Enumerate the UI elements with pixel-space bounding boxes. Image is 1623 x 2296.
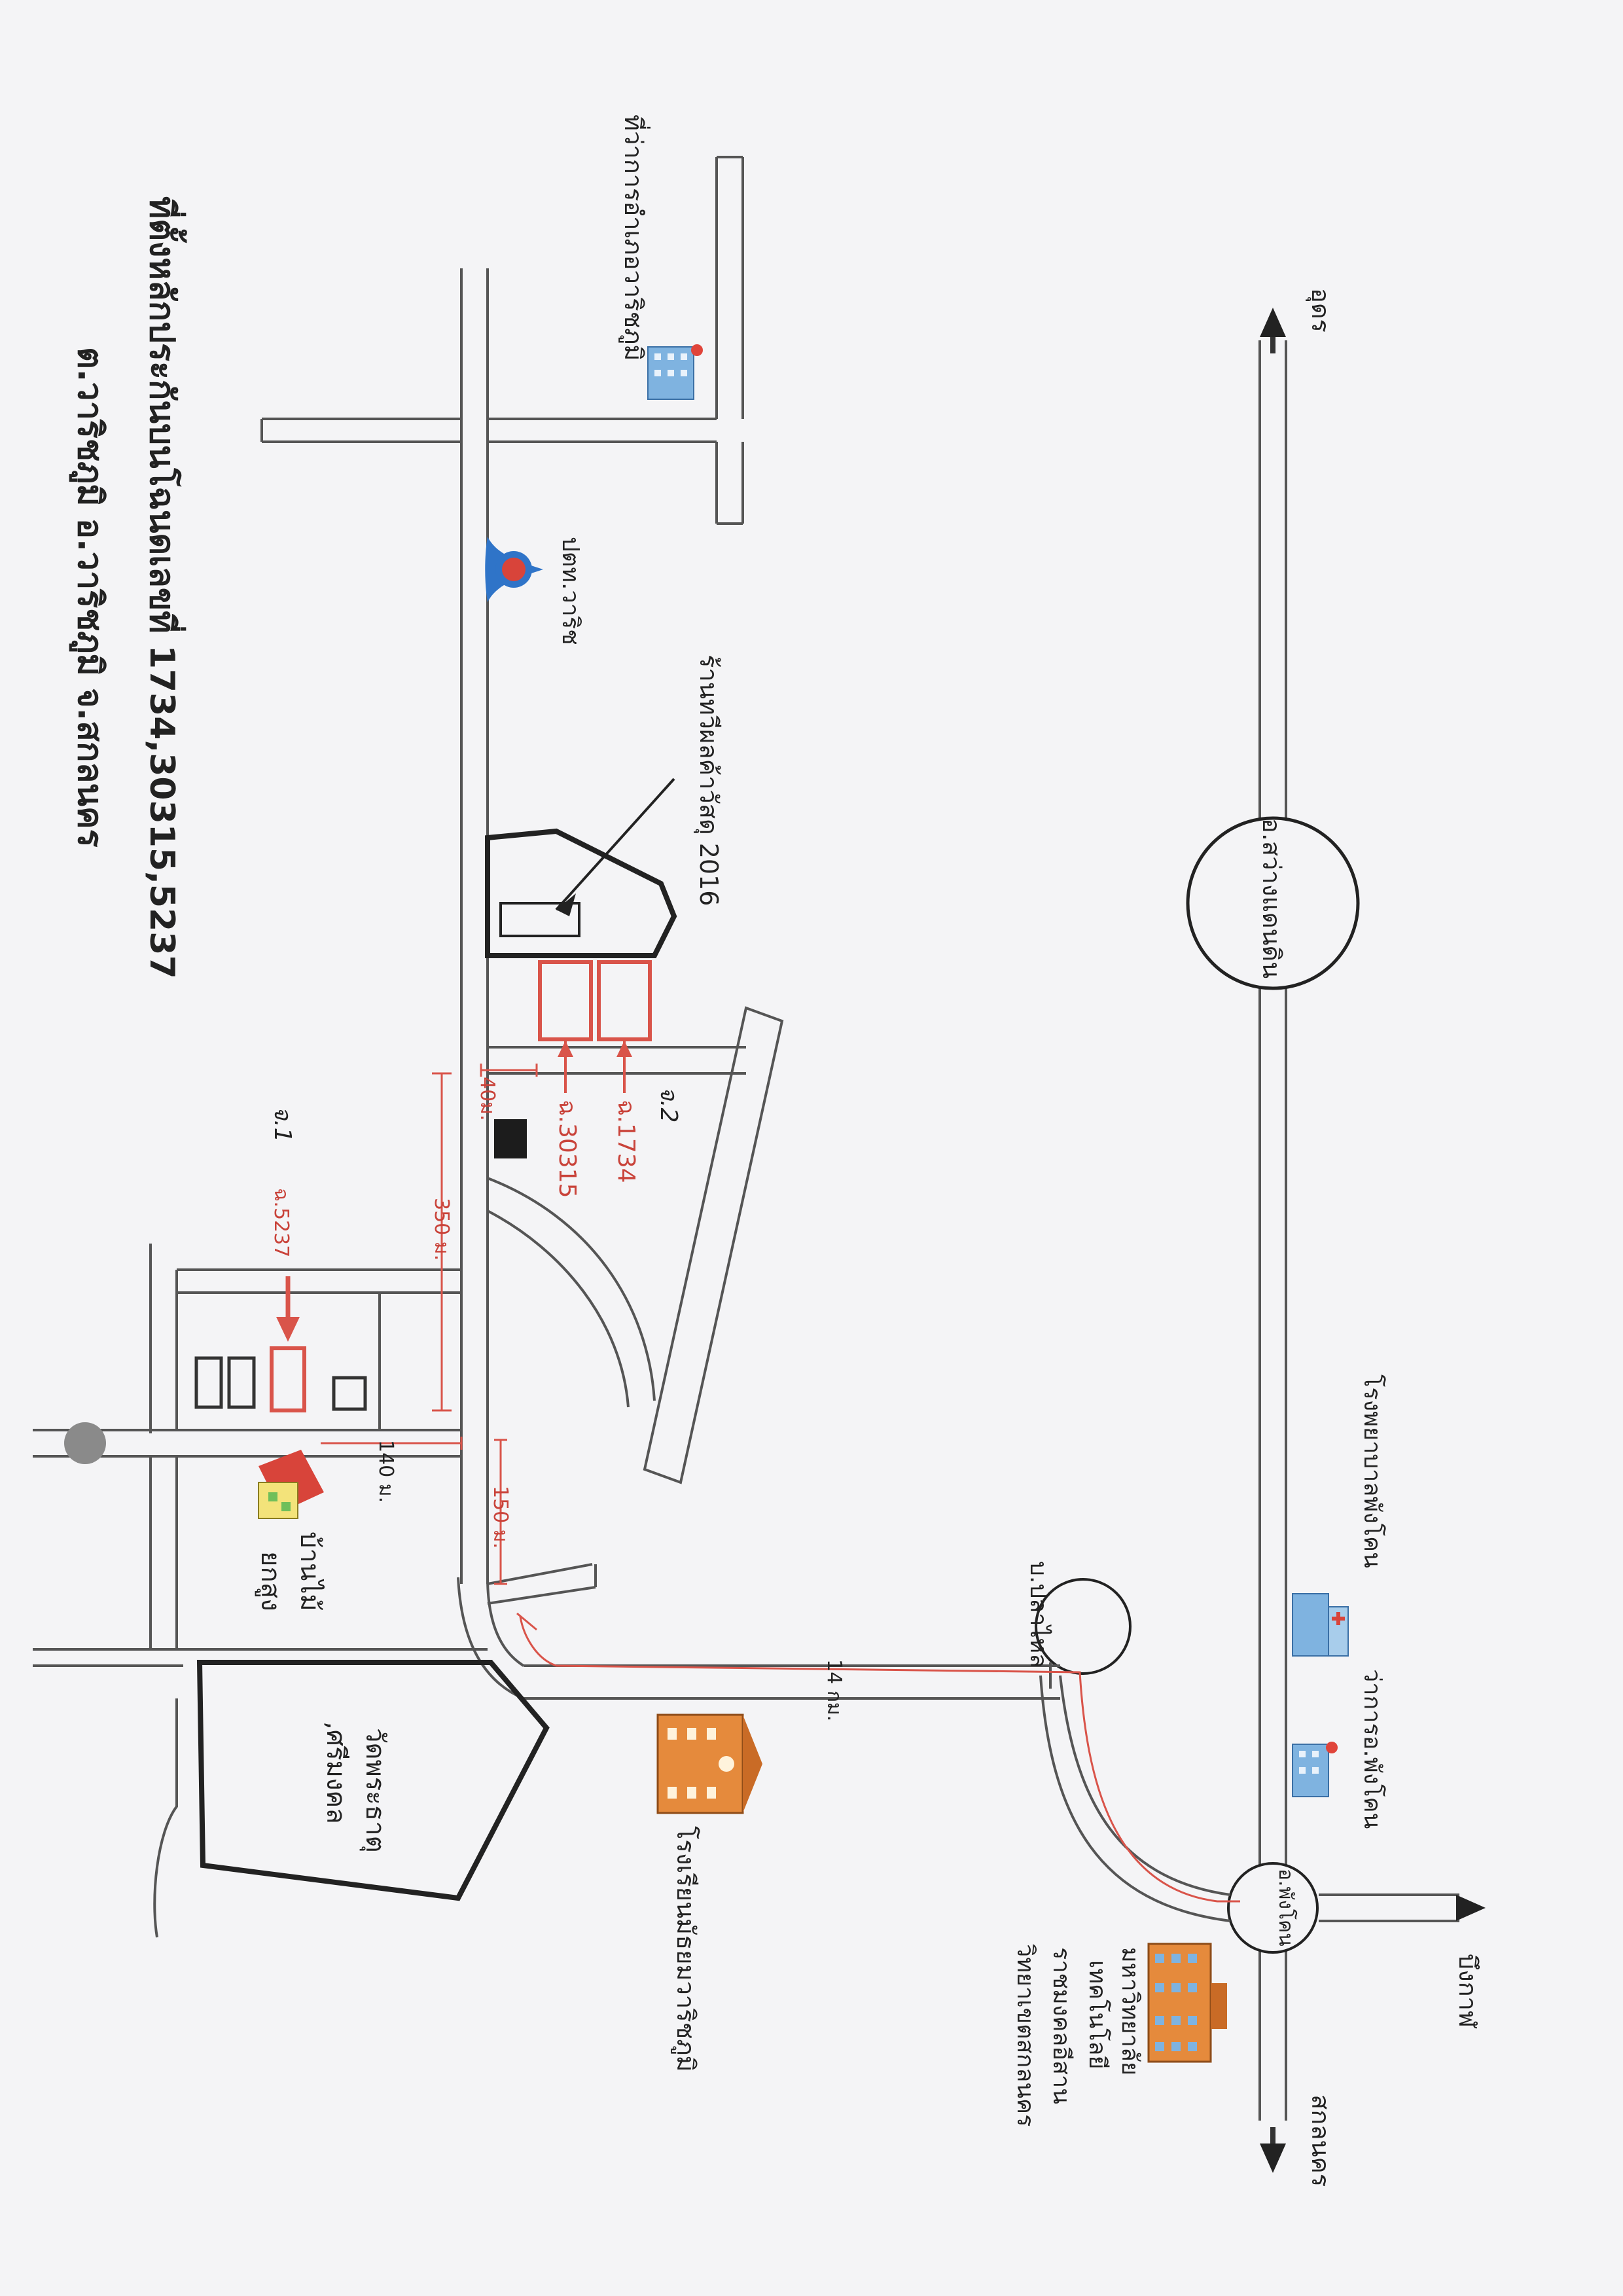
title-line1: ที่ตั้งหลักประกันบนโฉนดเลขที่ 1734,30315… xyxy=(142,196,187,979)
note-j2: จ.2 xyxy=(655,1086,682,1122)
distance-lines xyxy=(321,1064,538,1631)
small-box-1 xyxy=(194,1356,223,1409)
south-arrowhead-icon xyxy=(1260,2144,1286,2173)
connector-road xyxy=(457,1577,1240,1922)
label-hospital: โรงพยาบาลพังโคน xyxy=(1359,1374,1386,1568)
black-building xyxy=(494,1119,527,1158)
label-dist-40: 40ม. xyxy=(476,1077,499,1121)
label-north: อุดร xyxy=(1306,288,1335,332)
north-arrowhead-icon xyxy=(1260,308,1286,337)
label-university-1: มหาวิทยาลัย xyxy=(1116,1947,1143,2075)
parcel-box-1734 xyxy=(597,960,652,1041)
label-parcel-5237: ฉ.5237 xyxy=(270,1188,293,1257)
building-icon xyxy=(647,344,703,400)
small-box-3 xyxy=(332,1376,367,1411)
label-circle-pla-lai: บ.ปลาไหล xyxy=(1025,1561,1052,1668)
small-box-2 xyxy=(227,1356,256,1409)
circle-sawang xyxy=(1186,816,1360,990)
house-icon xyxy=(258,1450,324,1519)
temple-outline xyxy=(196,1660,550,1901)
office-icon xyxy=(1292,1742,1338,1797)
label-circle-phang-khon: อ.พังโคน xyxy=(1274,1869,1298,1946)
label-university-2: เทคโนโลยี xyxy=(1084,1960,1111,2070)
school-icon xyxy=(656,1713,762,1814)
label-temple-1: วัดพระธาตุ xyxy=(359,1728,390,1853)
label-university-4: วิทยาเขตสกลนคร xyxy=(1012,1944,1039,2126)
label-parcel-1734: ฉ.1734 xyxy=(613,1100,639,1183)
parcel-1734-arrow-icon xyxy=(616,1041,632,1057)
label-dist-14km: 14 กม. xyxy=(823,1659,846,1721)
circle-pla-lai xyxy=(1035,1578,1132,1675)
label-university-3: ราชมงคลอีสาน xyxy=(1048,1947,1075,2104)
gas-drop-icon xyxy=(485,537,543,602)
parcel-30315-arrow-icon xyxy=(558,1041,573,1057)
label-south: สกลนคร xyxy=(1306,2094,1335,2187)
title-line2: ต.วาริชภูมิ อ.วาริชภูมิ จ.สกลนคร xyxy=(69,347,109,848)
label-district-office: ที่ว่าการอำเภอวาริชภูมิ xyxy=(618,115,651,361)
label-parcel-30315: ฉ.30315 xyxy=(554,1100,580,1198)
label-school: โรงเรียนมัธยมวาริชภูมิ xyxy=(671,1826,700,2072)
parcel-box-30315 xyxy=(538,960,593,1041)
label-house-2: ยกสูง xyxy=(255,1551,285,1611)
label-gas-station: ปตท.วาริช xyxy=(557,537,584,645)
east-arrowhead-icon xyxy=(1456,1895,1486,1921)
hospital-icon xyxy=(1292,1593,1349,1657)
punch-hole-icon xyxy=(64,1422,106,1464)
shop-outline xyxy=(485,828,677,958)
label-house-1: บ้านไม้ xyxy=(294,1532,325,1611)
label-dist-350: 350 ม. xyxy=(430,1198,453,1261)
label-shop: ร้านทวีผลค้าวัสดุ 2016 xyxy=(694,655,723,906)
label-phang-khon-office: ว่าการอ.พังโคน xyxy=(1359,1669,1386,1829)
label-east: บึงกาฬ xyxy=(1454,1954,1482,2029)
label-dist-140: 140 ม. xyxy=(374,1440,397,1503)
shop-inner-box xyxy=(499,902,580,937)
parcel-5237-arrow-icon xyxy=(276,1317,300,1342)
parcel-box-5237 xyxy=(270,1346,306,1412)
label-dist-150: 150 ม. xyxy=(489,1486,512,1549)
circle-phang-khon xyxy=(1227,1862,1319,1954)
shop-pointer-line xyxy=(555,778,675,911)
label-temple-2: ,ศรีมงคล xyxy=(321,1721,351,1824)
university-icon xyxy=(1147,1943,1227,2063)
label-circle-sawang: อ.สว่างแดนดิน xyxy=(1257,818,1286,978)
note-j1: จ.1 xyxy=(269,1106,296,1142)
